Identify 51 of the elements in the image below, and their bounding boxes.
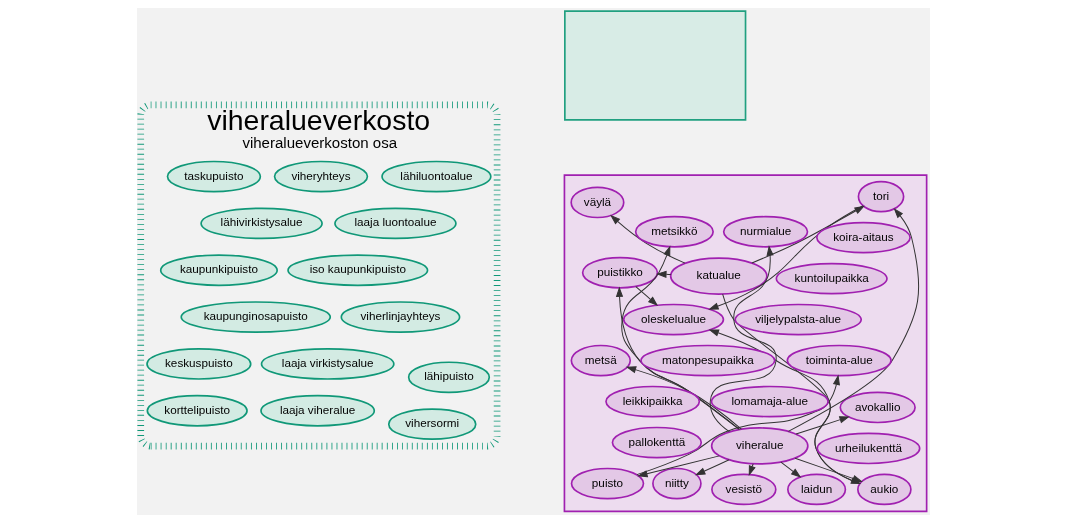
arrow <box>695 459 730 476</box>
arrow <box>637 455 720 478</box>
node-ellipse: lähipuisto <box>407 361 490 394</box>
node-ellipse: matonpesupaikka <box>639 344 776 377</box>
node-ellipse: pallokenttä <box>611 426 702 459</box>
node-ellipse: viheryhteys <box>273 160 368 193</box>
arrow <box>748 463 755 476</box>
node-ellipse: keskuspuisto <box>145 348 252 380</box>
node-ellipse: toiminta-alue <box>786 344 892 377</box>
node-ellipse: nurmialue <box>722 215 808 248</box>
node-ellipse: kaupunkipuisto <box>159 254 278 287</box>
node-ellipse: laaja luontoalue <box>333 207 457 240</box>
node-ellipse: iso kaupunkipuisto <box>286 254 428 287</box>
node-ellipse: viheralue <box>710 427 809 465</box>
node-ellipse: kuntoilupaikka <box>775 262 888 295</box>
node-ellipse: leikkipaikka <box>604 385 700 418</box>
node-ellipse: niitty <box>651 467 702 500</box>
arrow <box>709 246 777 433</box>
node-ellipse: taskupuisto <box>166 160 261 193</box>
node-ellipse: aukio <box>856 473 912 506</box>
node-ellipse: puistikko <box>581 256 658 289</box>
node-ellipse: vihersormi <box>387 408 477 441</box>
arrow <box>626 366 742 430</box>
arrow <box>634 286 657 306</box>
node-ellipse: laaja viheralue <box>259 394 375 427</box>
arrow <box>779 461 801 478</box>
node-ellipse: lähivirkistysalue <box>199 207 323 240</box>
arrow <box>610 215 685 264</box>
node-ellipse: vesistö <box>710 473 777 506</box>
node-ellipse: korttelipuisto <box>146 394 248 427</box>
node-ellipse: viherlinjayhteys <box>340 301 460 333</box>
arrow <box>635 375 840 476</box>
node-ellipse: laaja virkistysalue <box>260 348 395 380</box>
node-ellipse: koira-aitaus <box>815 221 911 254</box>
arrow <box>795 416 849 435</box>
node-ellipse: urheilukenttä <box>815 432 920 465</box>
node-ellipse: lähiluontoalue <box>380 160 492 193</box>
node-ellipse: viljelypalsta-alue <box>733 303 862 336</box>
node-ellipse: väylä <box>569 186 625 219</box>
cluster <box>563 174 927 513</box>
node-ellipse: lomamaja-alue <box>710 385 829 418</box>
node-ellipse: metsä <box>570 344 631 377</box>
node-ellipse: puisto <box>570 467 644 500</box>
node-ellipse: tori <box>857 180 904 213</box>
node-ellipse: kaupunginosapuisto <box>179 301 331 333</box>
node-ellipse: laidun <box>786 473 846 506</box>
arrow <box>620 246 740 430</box>
arrow <box>615 287 740 430</box>
node-box <box>563 10 746 121</box>
node-ellipse: metsikkö <box>634 215 714 248</box>
node-ellipse: katualue <box>669 257 768 295</box>
